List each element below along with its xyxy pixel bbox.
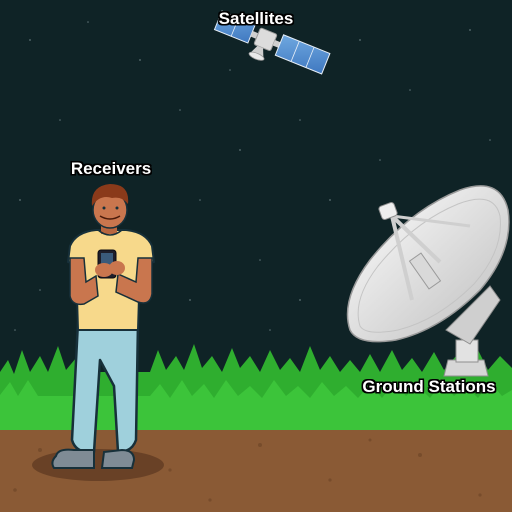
ground-stations-label: Ground Stations: [362, 377, 496, 396]
person-receiver-illustration: [32, 184, 164, 481]
satellite-dish-icon: [346, 185, 510, 377]
satellite-icon: [213, 10, 331, 75]
receivers-label: Receivers: [70, 159, 152, 178]
soil-specks: [13, 438, 482, 502]
satellites-label: Satellites: [218, 9, 294, 28]
